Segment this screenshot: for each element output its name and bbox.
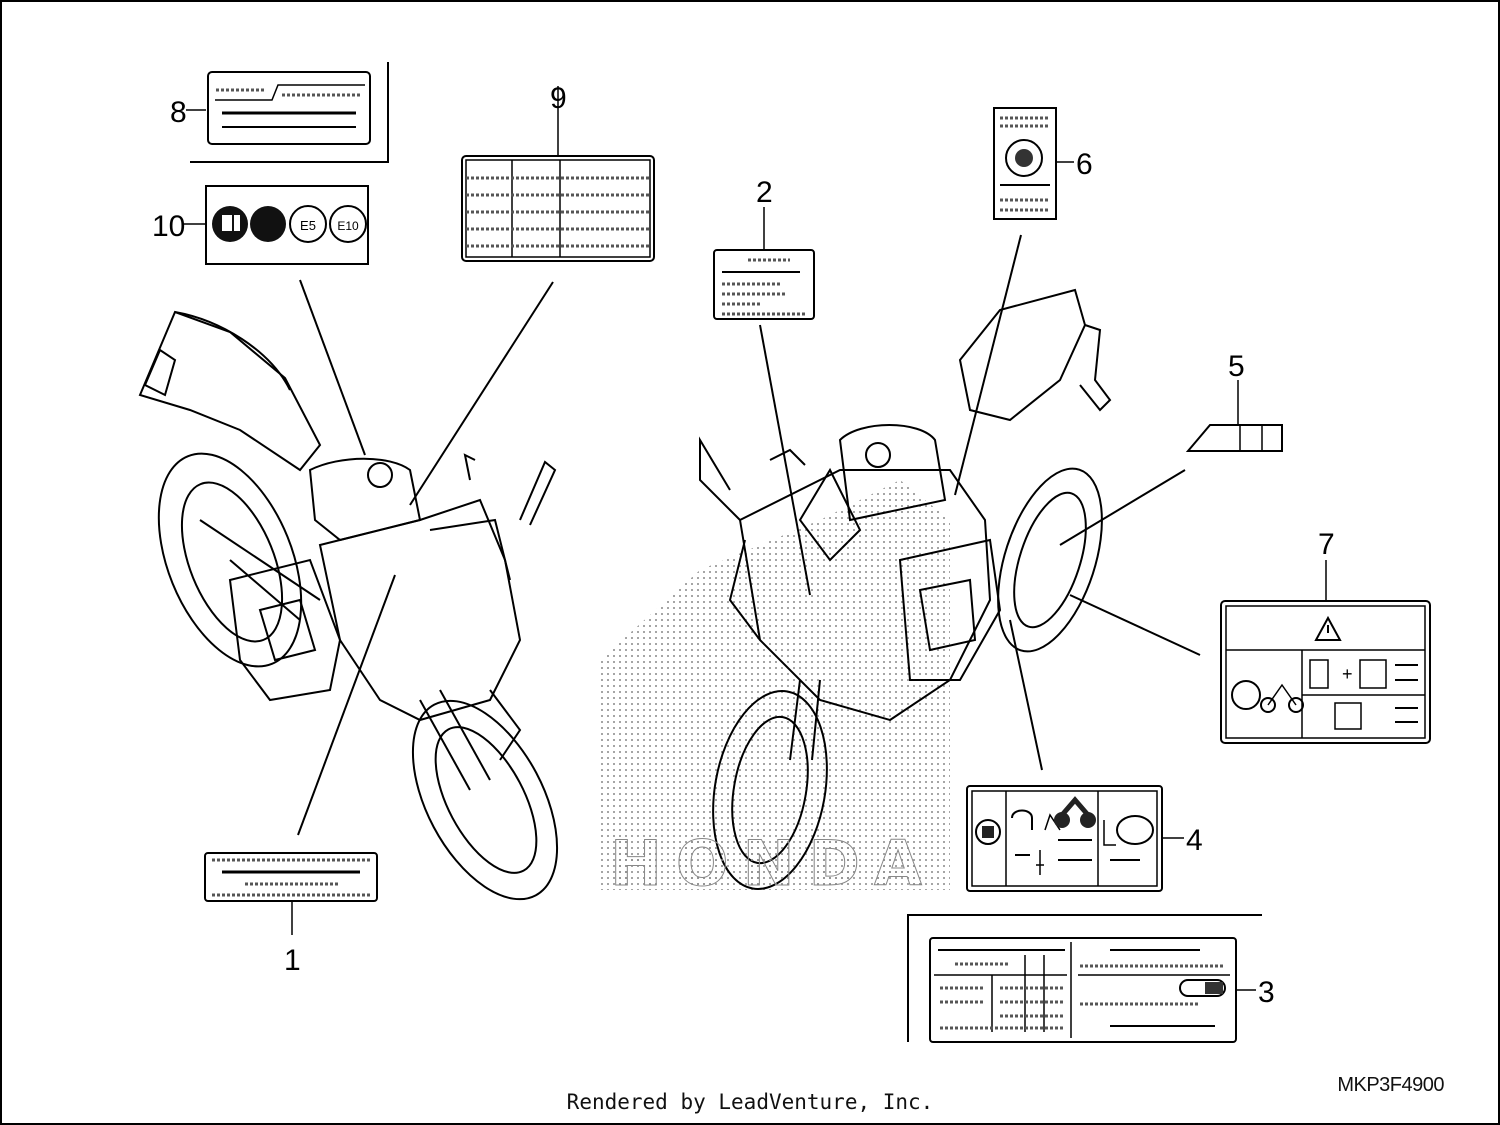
callout-label-1: 1 [284,944,301,977]
leader-label-7 [1069,594,1201,656]
label-1-sticker: 1 [204,574,396,977]
label-6-sticker: 6 [954,107,1093,496]
label-4-sticker: 4 [966,619,1203,892]
callout-label-2: 2 [756,176,773,209]
leader-label-1 [297,574,396,836]
label-8-sticker: 8 [170,62,389,163]
leader-label-10 [299,279,366,456]
label-5-sticker: 5 [1059,350,1283,546]
chain-icon [1116,815,1154,845]
callout-label-8: 8 [170,96,187,129]
svg-text:HONDA: HONDA [610,827,936,900]
svg-text:E10: E10 [337,219,359,233]
leader-label-4 [1009,619,1043,771]
label-9-sticker: 9 [409,82,655,506]
callout-label-10: 10 [152,210,185,243]
leader-label-9 [409,281,554,506]
right-motorcycle-illustration: HONDA [600,288,1112,901]
warning-triangle-icon [1314,615,1342,641]
callout-label-5: 5 [1228,350,1245,383]
e10-icon [329,205,367,243]
callout-label-4: 4 [1186,824,1203,857]
footer-credit: Rendered by LeadVenture, Inc. [566,1090,934,1114]
manual-book-icon [975,819,1001,845]
svg-text:E5: E5 [300,218,316,233]
leader-label-5 [1059,469,1186,546]
leader-label-6 [954,234,1022,496]
label-2-sticker: 2 [713,176,815,596]
leader-label-2 [759,324,811,596]
callout-label-6: 6 [1076,148,1093,181]
callout-label-3: 3 [1258,976,1275,1009]
helmet-icon [1011,809,1033,830]
label-10-sticker: E5 E10 10 [152,185,369,456]
callout-label-9: 9 [550,82,567,115]
diagram-code: MKP3F4900 [1337,1074,1444,1096]
motorcycle-load-icon [1260,697,1276,713]
fuel-gauge-icon [250,206,286,242]
label-7-sticker: + 7 [1069,528,1431,744]
rider-icon [1309,659,1329,689]
manual-icon [1231,680,1261,710]
svg-text:+: + [1342,664,1353,684]
label-3-sticker: 3 [907,914,1275,1043]
tire-pressure-icon [1005,139,1043,177]
motorcycle-icon [1054,812,1070,828]
battery-icon [1179,979,1226,997]
callout-label-7: 7 [1318,528,1335,561]
cargo-icon [1359,659,1387,689]
left-motorcycle-illustration [138,310,559,901]
e5-icon [289,205,327,243]
